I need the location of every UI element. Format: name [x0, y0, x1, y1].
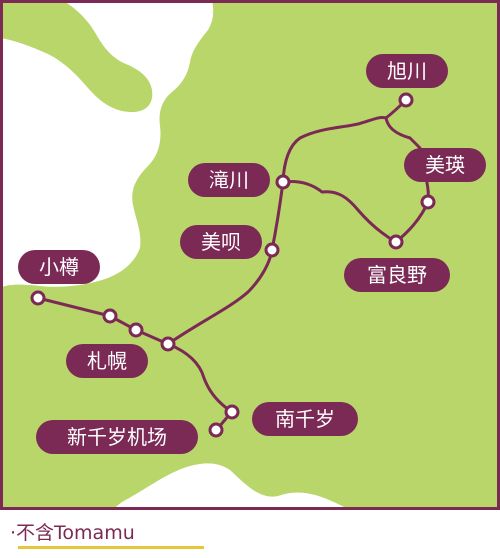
line-takikawa-furano: [281, 180, 398, 244]
label-bibai: 美呗: [180, 225, 262, 259]
label-new-chitose-airport: 新千岁机场: [36, 420, 198, 454]
map-border: [0, 0, 500, 510]
line-otaru-sapporo: [36, 296, 170, 346]
station-dot-takikawa: [275, 174, 291, 190]
label-biei: 美瑛: [404, 148, 486, 182]
station-dot-sapporo: [160, 336, 176, 352]
line-sapporo-chitose: [166, 342, 234, 414]
land-peninsula: [0, 0, 153, 112]
station-dot-furano: [388, 234, 404, 250]
station-dot-otaru: [30, 290, 46, 306]
station-dot-minor-1: [102, 308, 118, 324]
station-dot-new-chitose-airport: [208, 422, 224, 438]
label-sapporo: 札幌: [66, 344, 148, 378]
station-dot-minor-2: [128, 322, 144, 338]
line-takikawa-asahikawa: [281, 98, 408, 184]
label-otaru: 小樽: [18, 250, 100, 284]
station-dot-bibai: [264, 242, 280, 258]
station-dot-biei: [420, 194, 436, 210]
line-sapporo-takikawa: [166, 180, 285, 346]
label-asahikawa: 旭川: [366, 54, 448, 88]
hokkaido-route-map: 旭川 美瑛 滝川 美呗 富良野 小樽 札幌 南千岁 新千岁机场: [0, 0, 500, 510]
label-minami-chitose: 南千岁: [252, 402, 358, 436]
footnote: ·不含Tomamu: [10, 522, 135, 544]
label-takikawa: 滝川: [188, 163, 270, 197]
station-dot-minami-chitose: [224, 404, 240, 420]
label-furano: 富良野: [344, 258, 450, 292]
station-dot-asahikawa: [398, 92, 414, 108]
station-markers: [30, 92, 436, 438]
footnote-underline: [18, 546, 204, 549]
